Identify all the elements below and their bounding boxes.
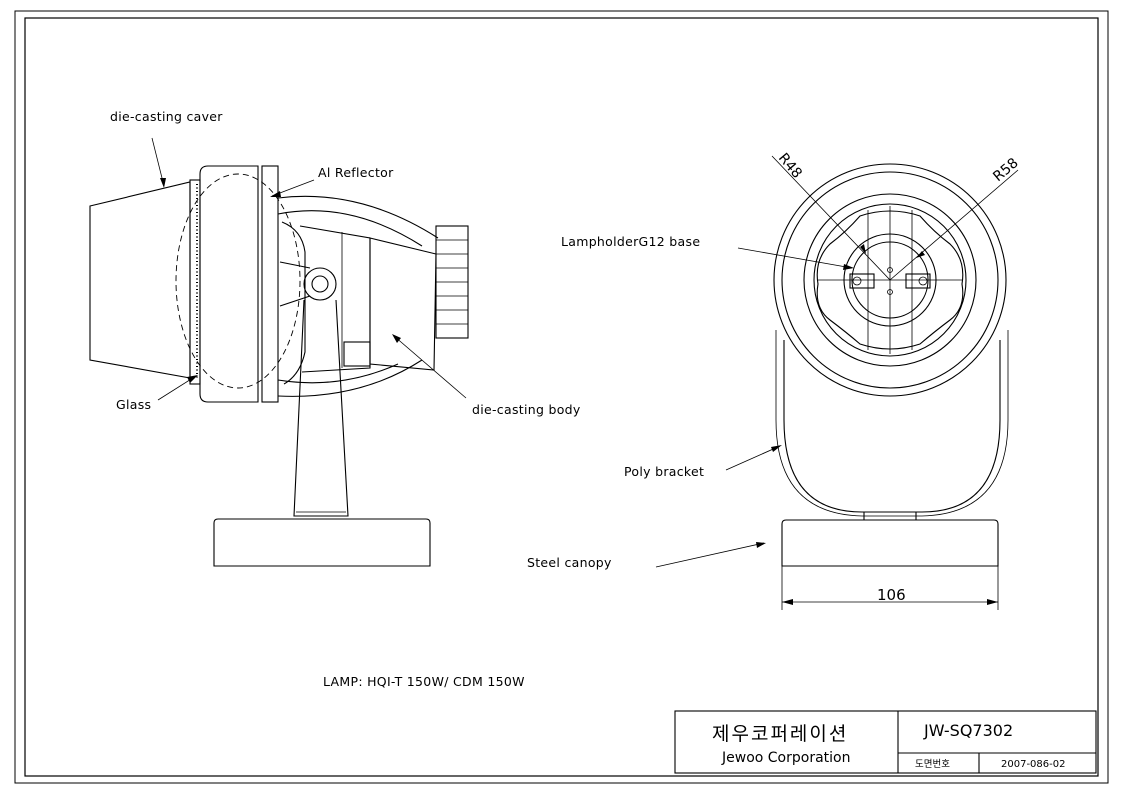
width-106-dimension: 106 bbox=[877, 586, 906, 604]
die-casting-body-label: die-casting body bbox=[472, 402, 581, 417]
drawing-date: 2007-086-02 bbox=[1001, 759, 1065, 770]
lamp-spec-label: LAMP: HQI-T 150W/ CDM 150W bbox=[323, 674, 525, 689]
sheet-inner-border bbox=[24, 17, 1099, 777]
r48-dimension: R48 bbox=[775, 150, 805, 181]
front-view bbox=[773, 163, 1009, 567]
al-reflector-label: Al Reflector bbox=[318, 165, 394, 180]
drawing-number-label: 도면번호 bbox=[915, 759, 950, 770]
front-dimensions bbox=[655, 155, 1019, 610]
side-leaders bbox=[151, 137, 467, 401]
model-number: JW-SQ7302 bbox=[923, 721, 1013, 740]
poly-bracket-label: Poly bracket bbox=[624, 464, 704, 479]
company-korean-name: 제우코퍼레이션 bbox=[712, 723, 848, 745]
die-casting-cover-label: die-casting caver bbox=[110, 109, 223, 124]
lampholder-label: LampholderG12 base bbox=[561, 234, 700, 249]
title-block bbox=[674, 710, 1097, 774]
company-english-name: Jewoo Corporation bbox=[721, 750, 850, 766]
sheet-outer-border bbox=[14, 10, 1109, 784]
side-view bbox=[89, 165, 469, 567]
glass-label: Glass bbox=[116, 397, 151, 412]
steel-canopy-label: Steel canopy bbox=[527, 555, 612, 570]
